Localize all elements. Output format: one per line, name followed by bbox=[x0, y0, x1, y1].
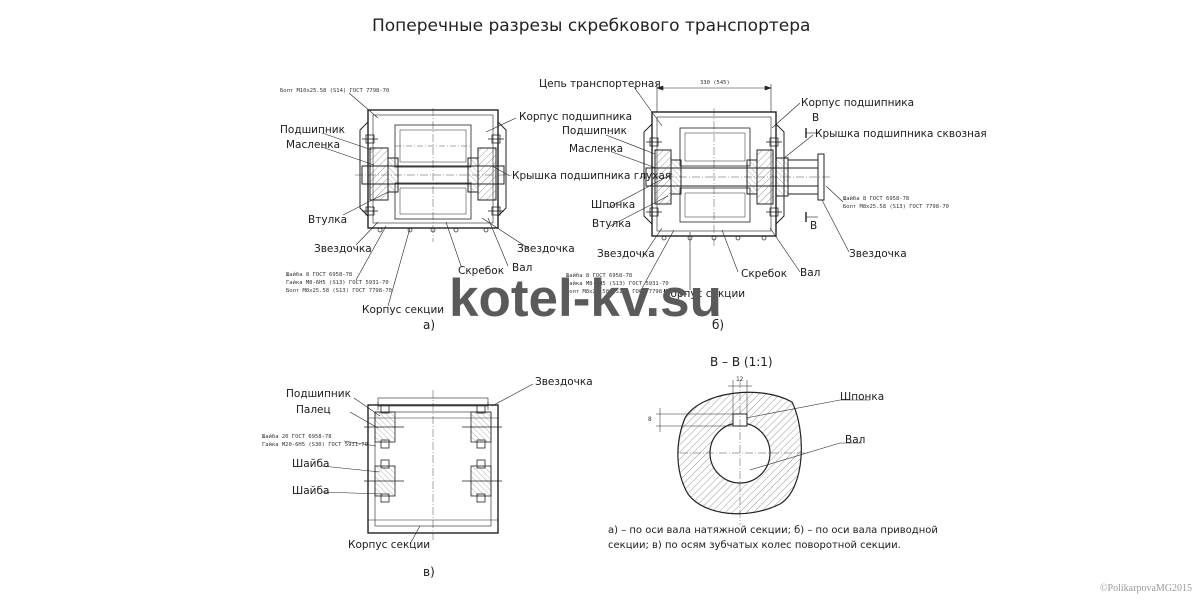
view-b-drawing bbox=[605, 84, 850, 293]
footnote-line-1: а) – по оси вала натяжной секции; б) – п… bbox=[608, 525, 938, 536]
label-b-cover-through: Крышка подшипника сквозная bbox=[815, 128, 987, 140]
label-v-nut20: Гайка М20-6Н5 (S30) ГОСТ 5931-70 bbox=[262, 442, 368, 448]
label-b-scraper: Скребок bbox=[741, 268, 788, 280]
label-b-nut: Гайка М8-6Н5 (S13) ГОСТ 5931-70 bbox=[566, 281, 669, 287]
view-v-drawing bbox=[321, 383, 534, 545]
label-b-bolt: Болт М8х25.58 (S13) ГОСТ 7798-70 bbox=[566, 289, 672, 295]
label-b-housing-bearing: Корпус подшипника bbox=[801, 97, 915, 109]
label-b-oiler: Масленка bbox=[569, 143, 624, 155]
section-bb-drawing bbox=[656, 380, 870, 525]
label-b-sprocket-left: Звездочка bbox=[597, 248, 655, 260]
label-b-sprocket-right: Звездочка bbox=[849, 248, 907, 260]
label-v-bearing: Подшипник bbox=[286, 388, 351, 400]
label-a-bearing: Подшипник bbox=[280, 124, 345, 136]
label-v-section-housing: Корпус секции bbox=[348, 539, 431, 551]
view-b-label: б) bbox=[712, 318, 725, 332]
label-b-washer: Шайба 8 ГОСТ 6958-78 bbox=[566, 273, 633, 279]
footnote-line-2: секции; в) по осям зубчатых колес поворо… bbox=[608, 540, 901, 551]
view-a-label: а) bbox=[423, 318, 436, 332]
label-v-finger: Палец bbox=[296, 404, 331, 416]
label-b-washer-right: Шайба 8 ГОСТ 6958-78 bbox=[843, 196, 910, 202]
label-b-bolt-right: Болт М8х25.58 (S13) ГОСТ 7798-70 bbox=[843, 204, 949, 210]
label-b-dimension: 330 (545) bbox=[700, 80, 730, 86]
label-b-chain: Цепь транспортерная bbox=[539, 78, 661, 90]
label-v-sprocket: Звездочка bbox=[535, 376, 593, 388]
label-v-washer-1: Шайба bbox=[292, 458, 330, 470]
label-a-washer: Шайба 8 ГОСТ 6958-78 bbox=[286, 272, 353, 278]
label-a-section-housing: Корпус секции bbox=[362, 304, 445, 316]
section-bb-dim-depth: 8 bbox=[648, 416, 652, 423]
label-b-shaft: Вал bbox=[800, 267, 821, 279]
label-b-cut-mark-top: B bbox=[812, 112, 820, 124]
label-v-washer20: Шайба 20 ГОСТ 6958-78 bbox=[262, 434, 332, 440]
label-a-sleeve: Втулка bbox=[308, 214, 348, 226]
label-b-section-housing: Корпус секции bbox=[663, 288, 746, 300]
label-b-cut-mark-bottom: B bbox=[810, 220, 818, 232]
section-bb-title: B – B (1:1) bbox=[710, 355, 773, 369]
section-bb-dim-width: 12 bbox=[736, 376, 744, 383]
label-a-nut: Гайка М8-6Н5 (S13) ГОСТ 5931-70 bbox=[286, 280, 389, 286]
page-title: Поперечные разрезы скребкового транспорт… bbox=[372, 16, 811, 36]
label-a-sprocket-right: Звездочка bbox=[517, 243, 575, 255]
label-v-washer-2: Шайба bbox=[292, 485, 330, 497]
label-b-bearing: Подшипник bbox=[562, 125, 627, 137]
view-a-drawing bbox=[321, 92, 529, 307]
copyright-notice: ©PolikarpovaMG2015 bbox=[1099, 583, 1192, 594]
label-a-cover-blind: Крышка подшипника глухая bbox=[512, 170, 672, 182]
watermark: kotel-kv.su bbox=[449, 269, 722, 328]
label-a-shaft: Вал bbox=[512, 262, 533, 274]
section-bb-key-label: Шпонка bbox=[840, 391, 885, 403]
label-a-bolt: Болт М8х25.58 (S13) ГОСТ 7798-70 bbox=[286, 288, 392, 294]
label-a-scraper: Скребок bbox=[458, 265, 505, 277]
label-b-sleeve: Втулка bbox=[592, 218, 632, 230]
view-v-label: в) bbox=[423, 565, 435, 579]
label-a-bolt-top: Болт М10х25.58 (S14) ГОСТ 7798-70 bbox=[280, 88, 390, 94]
label-a-sprocket-left: Звездочка bbox=[314, 243, 372, 255]
label-a-housing-bearing: Корпус подшипника bbox=[519, 111, 633, 123]
label-b-key: Шпонка bbox=[591, 199, 636, 211]
section-bb-shaft-label: Вал bbox=[845, 434, 866, 446]
footnotes: а) – по оси вала натяжной секции; б) – п… bbox=[608, 523, 938, 553]
label-a-oiler: Масленка bbox=[286, 139, 341, 151]
